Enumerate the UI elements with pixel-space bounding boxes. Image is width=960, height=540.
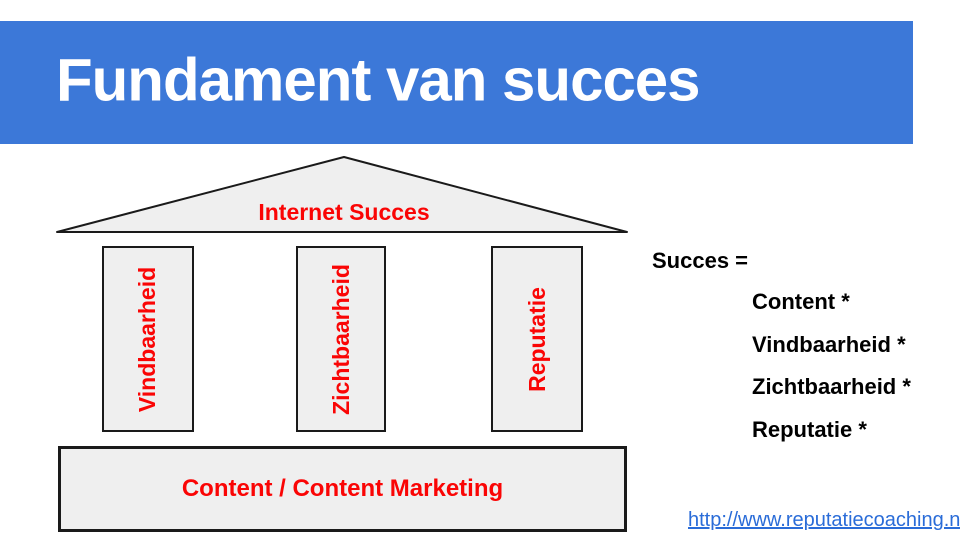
equation-term: Zichtbaarheid * (752, 374, 911, 399)
pillar-reputatie: Reputatie (491, 246, 583, 432)
equation-term: Content * (752, 289, 850, 314)
pillar-zichtbaarheid: Zichtbaarheid (296, 246, 386, 432)
pillar-label: Vindbaarheid (134, 266, 161, 412)
pillar-label: Reputatie (523, 286, 550, 392)
pillar-vindbaarheid: Vindbaarheid (102, 246, 194, 432)
equation-terms: Content * Vindbaarheid * Zichtbaarheid *… (752, 281, 911, 451)
base-label: Content / Content Marketing (181, 475, 504, 502)
pillar-label: Zichtbaarheid (327, 263, 354, 415)
equation-term: Reputatie * (752, 416, 867, 442)
equation-lead: Succes = (652, 248, 749, 273)
equation-term: Vindbaarheid * (752, 331, 906, 357)
title-banner: Fundament van succes (0, 21, 913, 144)
slide-title: Fundament van succes (56, 46, 701, 114)
roof-label: Internet Succes (258, 199, 430, 225)
foundation-base: Content / Content Marketing (58, 446, 627, 532)
website-link[interactable]: http://www.reputatiecoaching.nl (688, 509, 960, 531)
